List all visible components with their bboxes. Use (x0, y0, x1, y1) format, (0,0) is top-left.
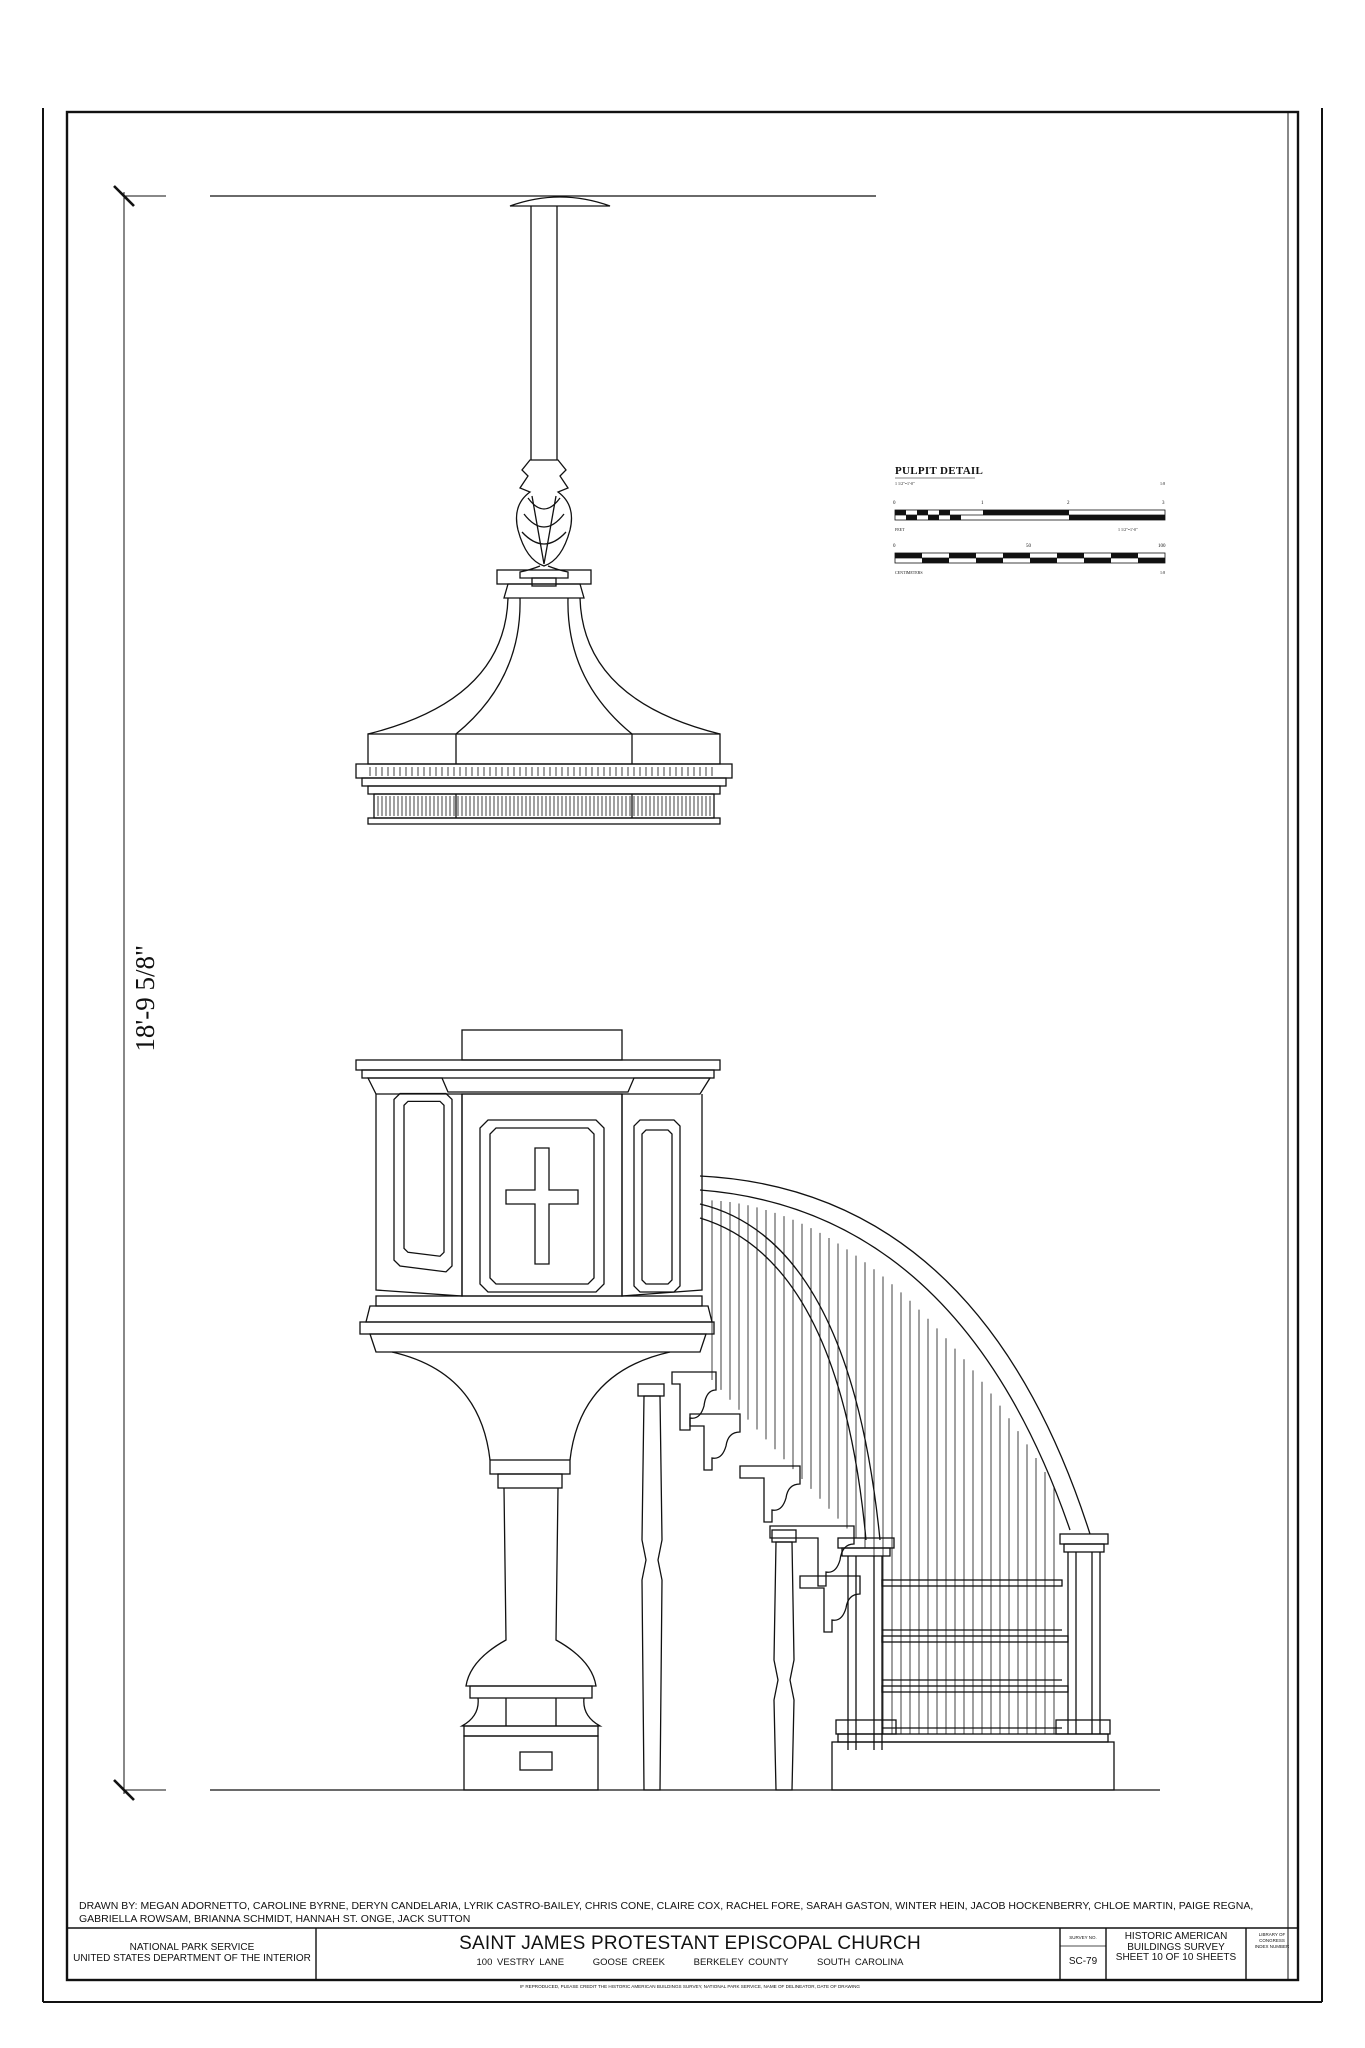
scale-bars (894, 477, 1166, 564)
agency-line-1: NATIONAL PARK SERVICE (129, 1942, 255, 1953)
cm-ratio: 1:8 (1160, 570, 1166, 575)
address-city: GOOSE CREEK (592, 1957, 665, 1968)
address-state: SOUTH CAROLINA (817, 1957, 904, 1968)
sounding-board-dentils (369, 767, 713, 816)
scale-legend-title: PULPIT DETAIL (895, 465, 984, 477)
cm-label: CENTIMETERS (895, 570, 923, 575)
habs-line-1: HISTORIC AMERICAN (1124, 1931, 1228, 1942)
habs-line-2: BUILDINGS SURVEY (1127, 1941, 1225, 1953)
loc-index-block: LIBRARY OF CONGRESS INDEX NUMBER (1246, 1932, 1298, 1950)
survey-number: SC-79 (1068, 1956, 1098, 1967)
feet-tick-0: 0 (893, 501, 896, 506)
scale-note: 1 1/2"=1'-0" (895, 481, 915, 486)
feet-label: FEET (895, 527, 905, 532)
reproduction-note: IF REPRODUCED, PLEASE CREDIT THE HISTORI… (520, 1984, 860, 1989)
pulpit-box (355, 1029, 721, 1353)
agency-block: NATIONAL PARK SERVICE UNITED STATES DEPA… (70, 1942, 314, 1964)
cm-tick-50: 50 (1026, 544, 1031, 549)
habs-block: HISTORIC AMERICAN BUILDINGS SURVEY SHEET… (1106, 1931, 1246, 1964)
loc-label-1: LIBRARY OF CONGRESS (1258, 1932, 1286, 1943)
survey-number-label: SURVEY NO. (1069, 1935, 1097, 1940)
sounding-board (355, 196, 733, 825)
address-street: 100 VESTRY LANE (476, 1957, 565, 1968)
drawn-by-credits: DRAWN BY: MEGAN ADORNETTO, CAROLINE BYRN… (79, 1900, 1254, 1925)
pulpit-pedestal (391, 1351, 671, 1791)
sheet-info: SHEET 10 OF 10 SHEETS (1115, 1952, 1237, 1963)
feet-tick-3: 3 (1162, 501, 1165, 506)
height-dimension-line (113, 185, 166, 1801)
feet-tick-1: 1 (981, 501, 984, 506)
feet-tick-2: 2 (1067, 501, 1070, 506)
feet-scale-note: 1 1/2"=1'-0" (1118, 527, 1138, 532)
pulpit-staircase (637, 1175, 1115, 1791)
agency-line-2: UNITED STATES DEPARTMENT OF THE INTERIOR (73, 1953, 311, 1964)
overall-height-dimension: 18'-9 5/8" (130, 945, 160, 1052)
title-block (67, 1927, 1298, 1980)
address-county: BERKELEY COUNTY (693, 1957, 789, 1968)
loc-label-2: INDEX NUMBER (1254, 1944, 1290, 1949)
project-address: 100 VESTRY LANE GOOSE CREEK BERKELEY COU… (330, 1957, 1050, 1968)
sheet-border (42, 108, 1323, 2003)
project-title: SAINT JAMES PROTESTANT EPISCOPAL CHURCH (459, 1933, 921, 1954)
cm-tick-100: 100 (1158, 544, 1166, 549)
cm-tick-0: 0 (893, 544, 896, 549)
scale-ratio: 1:8 (1160, 481, 1166, 486)
